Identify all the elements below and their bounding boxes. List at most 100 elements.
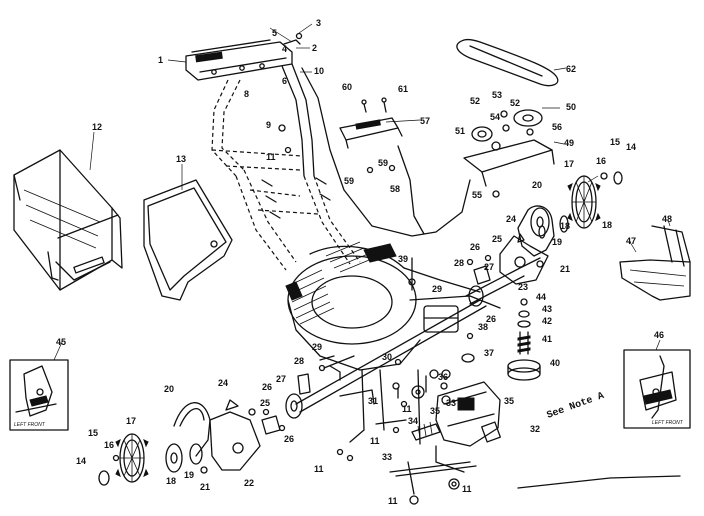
right-wheel (538, 171, 623, 239)
label-1: 1 (158, 55, 163, 65)
label-38: 38 (478, 322, 488, 332)
handle-tubes (211, 63, 361, 271)
label-25: 25 (492, 234, 502, 244)
label-28-right: 28 (454, 258, 464, 268)
label-26-axle: 26 (486, 314, 496, 324)
label-11-e: 11 (402, 404, 412, 414)
label-15-right: 15 (610, 137, 620, 147)
label-42: 42 (542, 316, 552, 326)
label-57: 57 (420, 116, 430, 126)
note-a: See Note A (517, 391, 681, 489)
inset-right-caption: LEFT FRONT (652, 420, 684, 426)
right-drive-assembly (466, 205, 555, 285)
grass-bag (13, 149, 123, 291)
label-36: 36 (438, 372, 448, 382)
label-26-right: 26 (470, 242, 480, 252)
label-11-b: 11 (370, 436, 380, 446)
label-37: 37 (484, 348, 494, 358)
label-31: 31 (368, 396, 378, 406)
left-wheel (98, 355, 355, 486)
label-24-left: 24 (218, 378, 228, 388)
blade-guard (619, 225, 691, 301)
label-16-right: 16 (596, 156, 606, 166)
label-17-right: 17 (564, 159, 574, 169)
label-30: 30 (382, 352, 392, 362)
bag-frame (143, 179, 233, 301)
label-27-left: 27 (276, 374, 286, 384)
drive-cable (301, 67, 471, 237)
drive-axle (285, 257, 541, 445)
inset-left: LEFT FRONT (9, 359, 69, 431)
hardware (319, 355, 451, 462)
label-19-right: 19 (552, 237, 562, 247)
mower-deck (285, 241, 501, 371)
label-35-right: 35 (504, 396, 514, 406)
height-adjuster (461, 298, 541, 381)
label-38-wheel: 18 (602, 220, 612, 230)
label-10: 10 (314, 66, 324, 76)
label-29-left: 29 (312, 342, 322, 352)
label-29-right: 29 (432, 284, 442, 294)
label-53: 53 (492, 90, 502, 100)
label-51: 51 (455, 126, 465, 136)
inset-left-caption: LEFT FRONT (14, 422, 46, 428)
label-8: 8 (244, 89, 249, 99)
label-21-left: 21 (200, 482, 210, 492)
label-19-left: 19 (184, 470, 194, 480)
label-11-c: 11 (388, 496, 398, 506)
label-59-right: 59 (378, 158, 388, 168)
label-58: 58 (390, 184, 400, 194)
label-56: 56 (552, 122, 562, 132)
part-number-labels: 1 2 3 4 5 6 8 9 10 11 12 13 14 15 16 17 … (56, 18, 672, 506)
gearbox (389, 381, 501, 505)
pulley-bracket (463, 109, 555, 198)
label-26-left-top: 26 (262, 382, 272, 392)
label-55: 55 (472, 190, 482, 200)
label-60: 60 (342, 82, 352, 92)
label-11-d: 11 (462, 484, 472, 494)
label-23: 23 (518, 282, 528, 292)
label-4: 4 (282, 44, 287, 54)
label-45: 45 (56, 337, 66, 347)
label-61: 61 (398, 84, 408, 94)
label-52-right: 52 (510, 98, 520, 108)
label-62: 62 (566, 64, 576, 74)
label-50: 50 (566, 102, 576, 112)
label-12: 12 (92, 122, 102, 132)
label-33-lower: 33 (382, 452, 392, 462)
label-14-right: 14 (626, 142, 636, 152)
label-49: 49 (564, 138, 574, 148)
label-59-left: 59 (344, 176, 354, 186)
label-5: 5 (272, 28, 277, 38)
label-43: 43 (542, 304, 552, 314)
label-35-left: 35 (430, 406, 440, 416)
label-28-left: 28 (294, 356, 304, 366)
leader-lines (53, 23, 671, 361)
label-34: 34 (408, 416, 418, 426)
label-11-handle: 11 (266, 152, 276, 162)
label-14-left: 14 (76, 456, 86, 466)
label-21-right: 21 (560, 264, 570, 274)
label-13: 13 (176, 154, 186, 164)
label-39: 39 (398, 254, 408, 264)
inset-right: LEFT FRONT (623, 349, 691, 429)
label-46: 46 (654, 330, 664, 340)
label-2: 2 (312, 43, 317, 53)
label-44: 44 (536, 292, 546, 302)
see-note-a: See Note A (546, 391, 606, 422)
label-52-left: 52 (470, 96, 480, 106)
label-27-right: 27 (484, 262, 494, 272)
label-6: 6 (282, 76, 287, 86)
label-54: 54 (490, 112, 500, 122)
label-20-right: 20 (532, 180, 542, 190)
label-22: 22 (244, 478, 254, 488)
label-32: 32 (530, 424, 540, 434)
label-24-right: 24 (506, 214, 516, 224)
label-15-left: 15 (88, 428, 98, 438)
label-16-left: 16 (104, 440, 114, 450)
label-26-left-bottom: 26 (284, 434, 294, 444)
label-18-left: 18 (166, 476, 176, 486)
label-25-left: 25 (260, 398, 270, 408)
label-18-right: 18 (560, 221, 570, 231)
